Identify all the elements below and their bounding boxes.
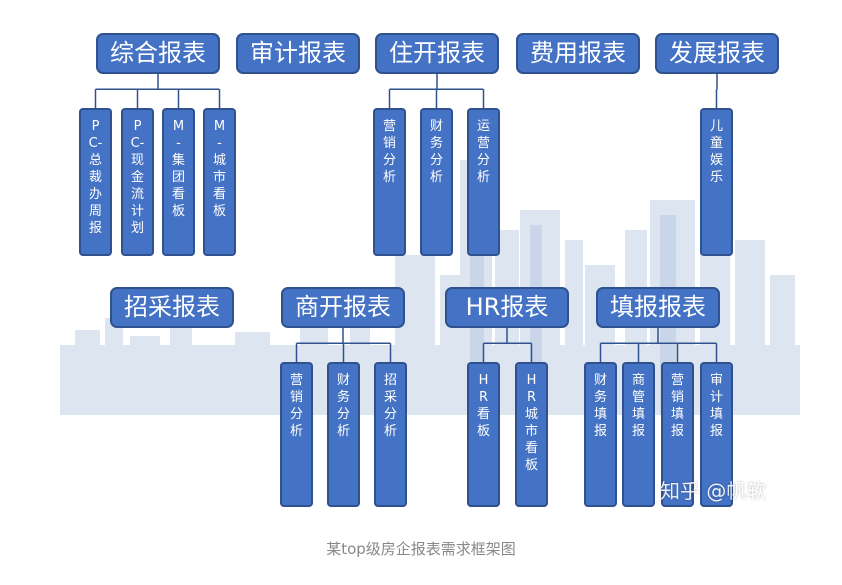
group-zonghe: 综合报表 (96, 33, 220, 74)
child-zonghe-pc-weekly: PC-总裁办周报 (79, 108, 112, 256)
group-zhaocai: 招采报表 (110, 287, 234, 328)
child-shangkai-procurement: 招采分析 (374, 362, 407, 507)
child-zhukai-finance: 财务分析 (420, 108, 453, 256)
figure-caption: 某top级房企报表需求框架图 (326, 540, 516, 558)
city-skyline-background (60, 160, 800, 415)
group-tianbao: 填报报表 (596, 287, 720, 328)
group-shangkai: 商开报表 (281, 287, 405, 328)
child-zonghe-m-group: M-集团看板 (162, 108, 195, 256)
child-tianbao-marketing: 营销填报 (661, 362, 694, 507)
group-hr: HR报表 (445, 287, 569, 328)
child-tianbao-mall: 商管填报 (622, 362, 655, 507)
child-hr-board: HR看板 (467, 362, 500, 507)
child-zonghe-pc-cashflow: PC-现金流计划 (121, 108, 154, 256)
zhihu-watermark: 知乎 @帆软 (660, 479, 767, 503)
child-tianbao-audit: 审计填报 (700, 362, 733, 507)
group-shenji: 审计报表 (236, 33, 360, 74)
group-zhukai: 住开报表 (375, 33, 499, 74)
group-feiyong: 费用报表 (516, 33, 640, 74)
child-zonghe-m-city: M-城市看板 (203, 108, 236, 256)
child-hr-city-board: HR城市看板 (515, 362, 548, 507)
child-shangkai-marketing: 营销分析 (280, 362, 313, 507)
child-fazhan-kids: 儿童娱乐 (700, 108, 733, 256)
group-fazhan: 发展报表 (655, 33, 779, 74)
child-zhukai-operations: 运营分析 (467, 108, 500, 256)
child-zhukai-marketing: 营销分析 (373, 108, 406, 256)
child-shangkai-finance: 财务分析 (327, 362, 360, 507)
child-tianbao-finance: 财务填报 (584, 362, 617, 507)
